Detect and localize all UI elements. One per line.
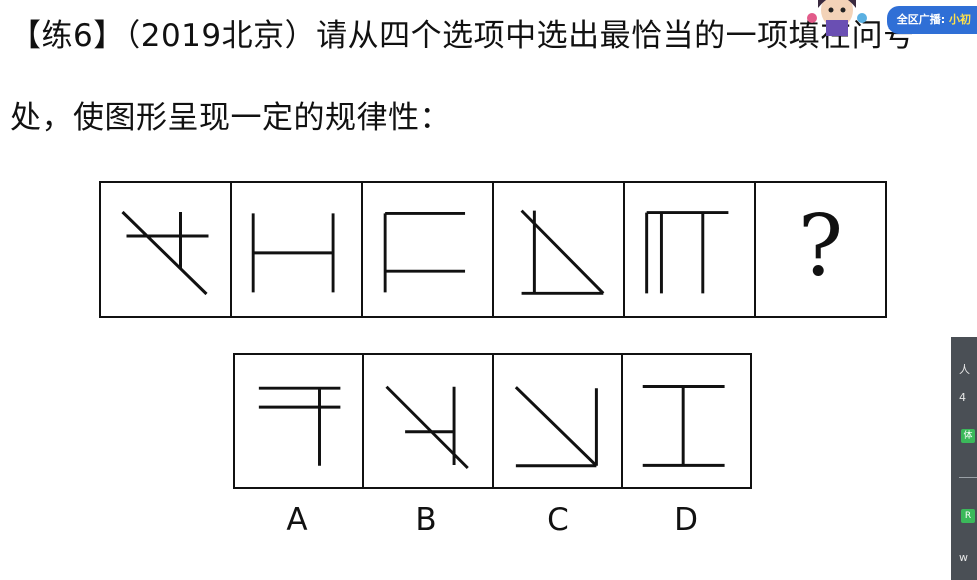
side-panel-text-1: 人 — [959, 363, 970, 376]
figure-5-lines — [645, 211, 729, 294]
puzzle-question-cell: ? — [756, 183, 885, 316]
puzzle-figure-2 — [232, 183, 363, 316]
figure-4-lines — [520, 209, 605, 295]
option-d-lines — [642, 384, 725, 467]
streamer-avatar-icon — [807, 0, 867, 36]
question-line-1: 【练6】（2019北京）请从四个选项中选出最恰当的一项填在问号 — [10, 18, 915, 54]
side-panel-text-3: w — [959, 551, 968, 564]
broadcast-prefix: 全区广播: — [896, 13, 946, 26]
question-mark: ? — [797, 197, 844, 295]
puzzle-figure-5 — [625, 183, 756, 316]
side-panel-tag-1: 体 — [961, 429, 975, 443]
option-c-figure[interactable] — [494, 355, 623, 487]
side-chat-panel[interactable]: 人 4 体 R w — [951, 337, 977, 580]
puzzle-sequence: ? — [99, 181, 887, 318]
option-label-b: B — [415, 502, 437, 538]
figure-3-lines — [383, 211, 466, 293]
option-a-figure[interactable] — [235, 355, 365, 487]
side-panel-tag-2: R — [961, 509, 975, 523]
side-panel-divider — [959, 477, 977, 478]
broadcast-badge[interactable]: 全区广播: 小初 — [886, 6, 977, 34]
option-c-lines — [514, 386, 598, 468]
option-b-lines — [385, 385, 470, 470]
figure-2-lines — [251, 213, 335, 293]
option-b-figure[interactable] — [364, 355, 494, 487]
broadcast-name: 小初 — [949, 13, 971, 26]
puzzle-figure-1 — [101, 183, 232, 316]
option-a-lines — [258, 386, 341, 466]
answer-options — [233, 353, 752, 489]
side-panel-text-2: 4 — [959, 391, 966, 404]
option-d-figure[interactable] — [623, 355, 750, 487]
option-label-a: A — [286, 502, 308, 538]
option-label-d: D — [674, 502, 698, 538]
option-label-c: C — [547, 502, 569, 538]
figure-1-lines — [121, 210, 209, 296]
puzzle-figure-3 — [363, 183, 494, 316]
question-line-2: 处，使图形呈现一定的规律性： — [10, 100, 451, 136]
puzzle-figure-4 — [494, 183, 625, 316]
